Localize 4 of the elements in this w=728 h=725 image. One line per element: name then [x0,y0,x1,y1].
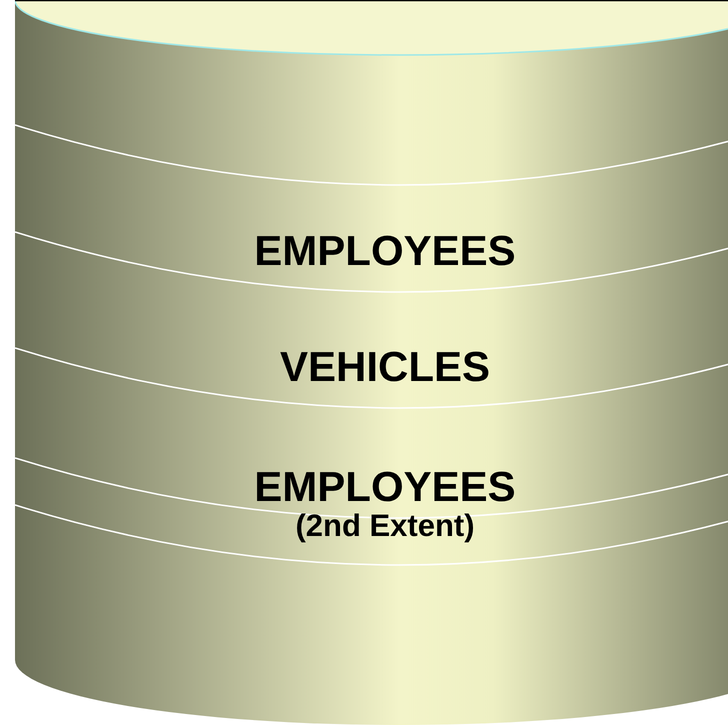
segment-label: EMPLOYEES [254,228,516,274]
segment-note: (2nd Extent) [295,510,475,542]
segment-label: VEHICLES [280,344,490,390]
segment-label: EMPLOYEES [254,464,516,510]
